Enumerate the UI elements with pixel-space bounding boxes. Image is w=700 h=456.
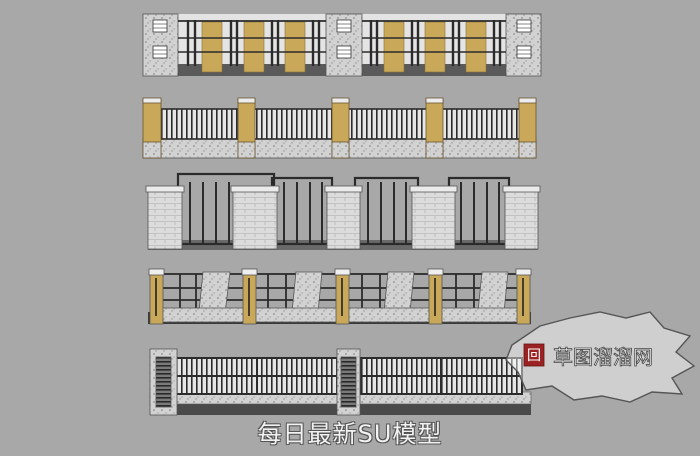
watermark-stamp: 回 草图溜溜网 — [505, 311, 696, 403]
fence-4-pillars — [148, 268, 532, 325]
fence-3 — [145, 172, 541, 250]
fence-2 — [142, 97, 537, 159]
svg-text:回: 回 — [527, 348, 541, 364]
fence-1-gold-blocks — [201, 21, 487, 73]
fence-2-railings — [159, 108, 521, 140]
fence-5-pillars — [149, 348, 361, 416]
fence-1 — [142, 13, 542, 77]
fence-5-railings — [175, 357, 523, 395]
fence-5 — [149, 348, 532, 416]
fence-2-pillars — [142, 97, 537, 159]
fence-3-pillars — [145, 185, 541, 250]
fence-4 — [148, 268, 532, 325]
fence-1-pillars — [142, 13, 542, 77]
watermark-text: 草图溜溜网 — [553, 345, 653, 369]
caption: 每日最新SU模型 — [257, 420, 443, 448]
fence-1-iron-grid — [178, 20, 506, 66]
